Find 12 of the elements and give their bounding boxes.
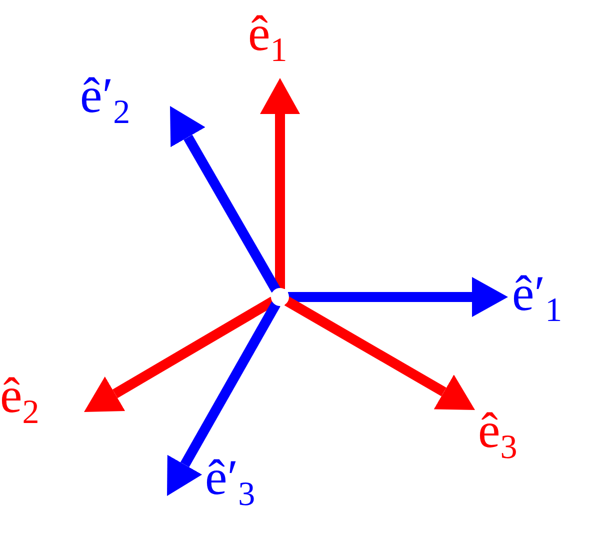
vector-label: ê$_{3}$ — [478, 405, 518, 465]
vector-label: ê$_{1}$ — [248, 8, 288, 68]
vector-arrow — [288, 279, 508, 315]
vector-label: ê′$_{3}$ — [205, 452, 256, 512]
vector-arrow — [170, 106, 280, 293]
origin-point — [271, 288, 289, 306]
vector-label: ê′$_{1}$ — [512, 268, 562, 328]
vector-label: ê′$_{2}$ — [80, 70, 130, 130]
vector-label: ê$_{2}$ — [0, 370, 40, 430]
vector-arrow — [167, 302, 280, 496]
vector-arrow — [284, 296, 475, 410]
vector-arrow — [262, 78, 298, 289]
